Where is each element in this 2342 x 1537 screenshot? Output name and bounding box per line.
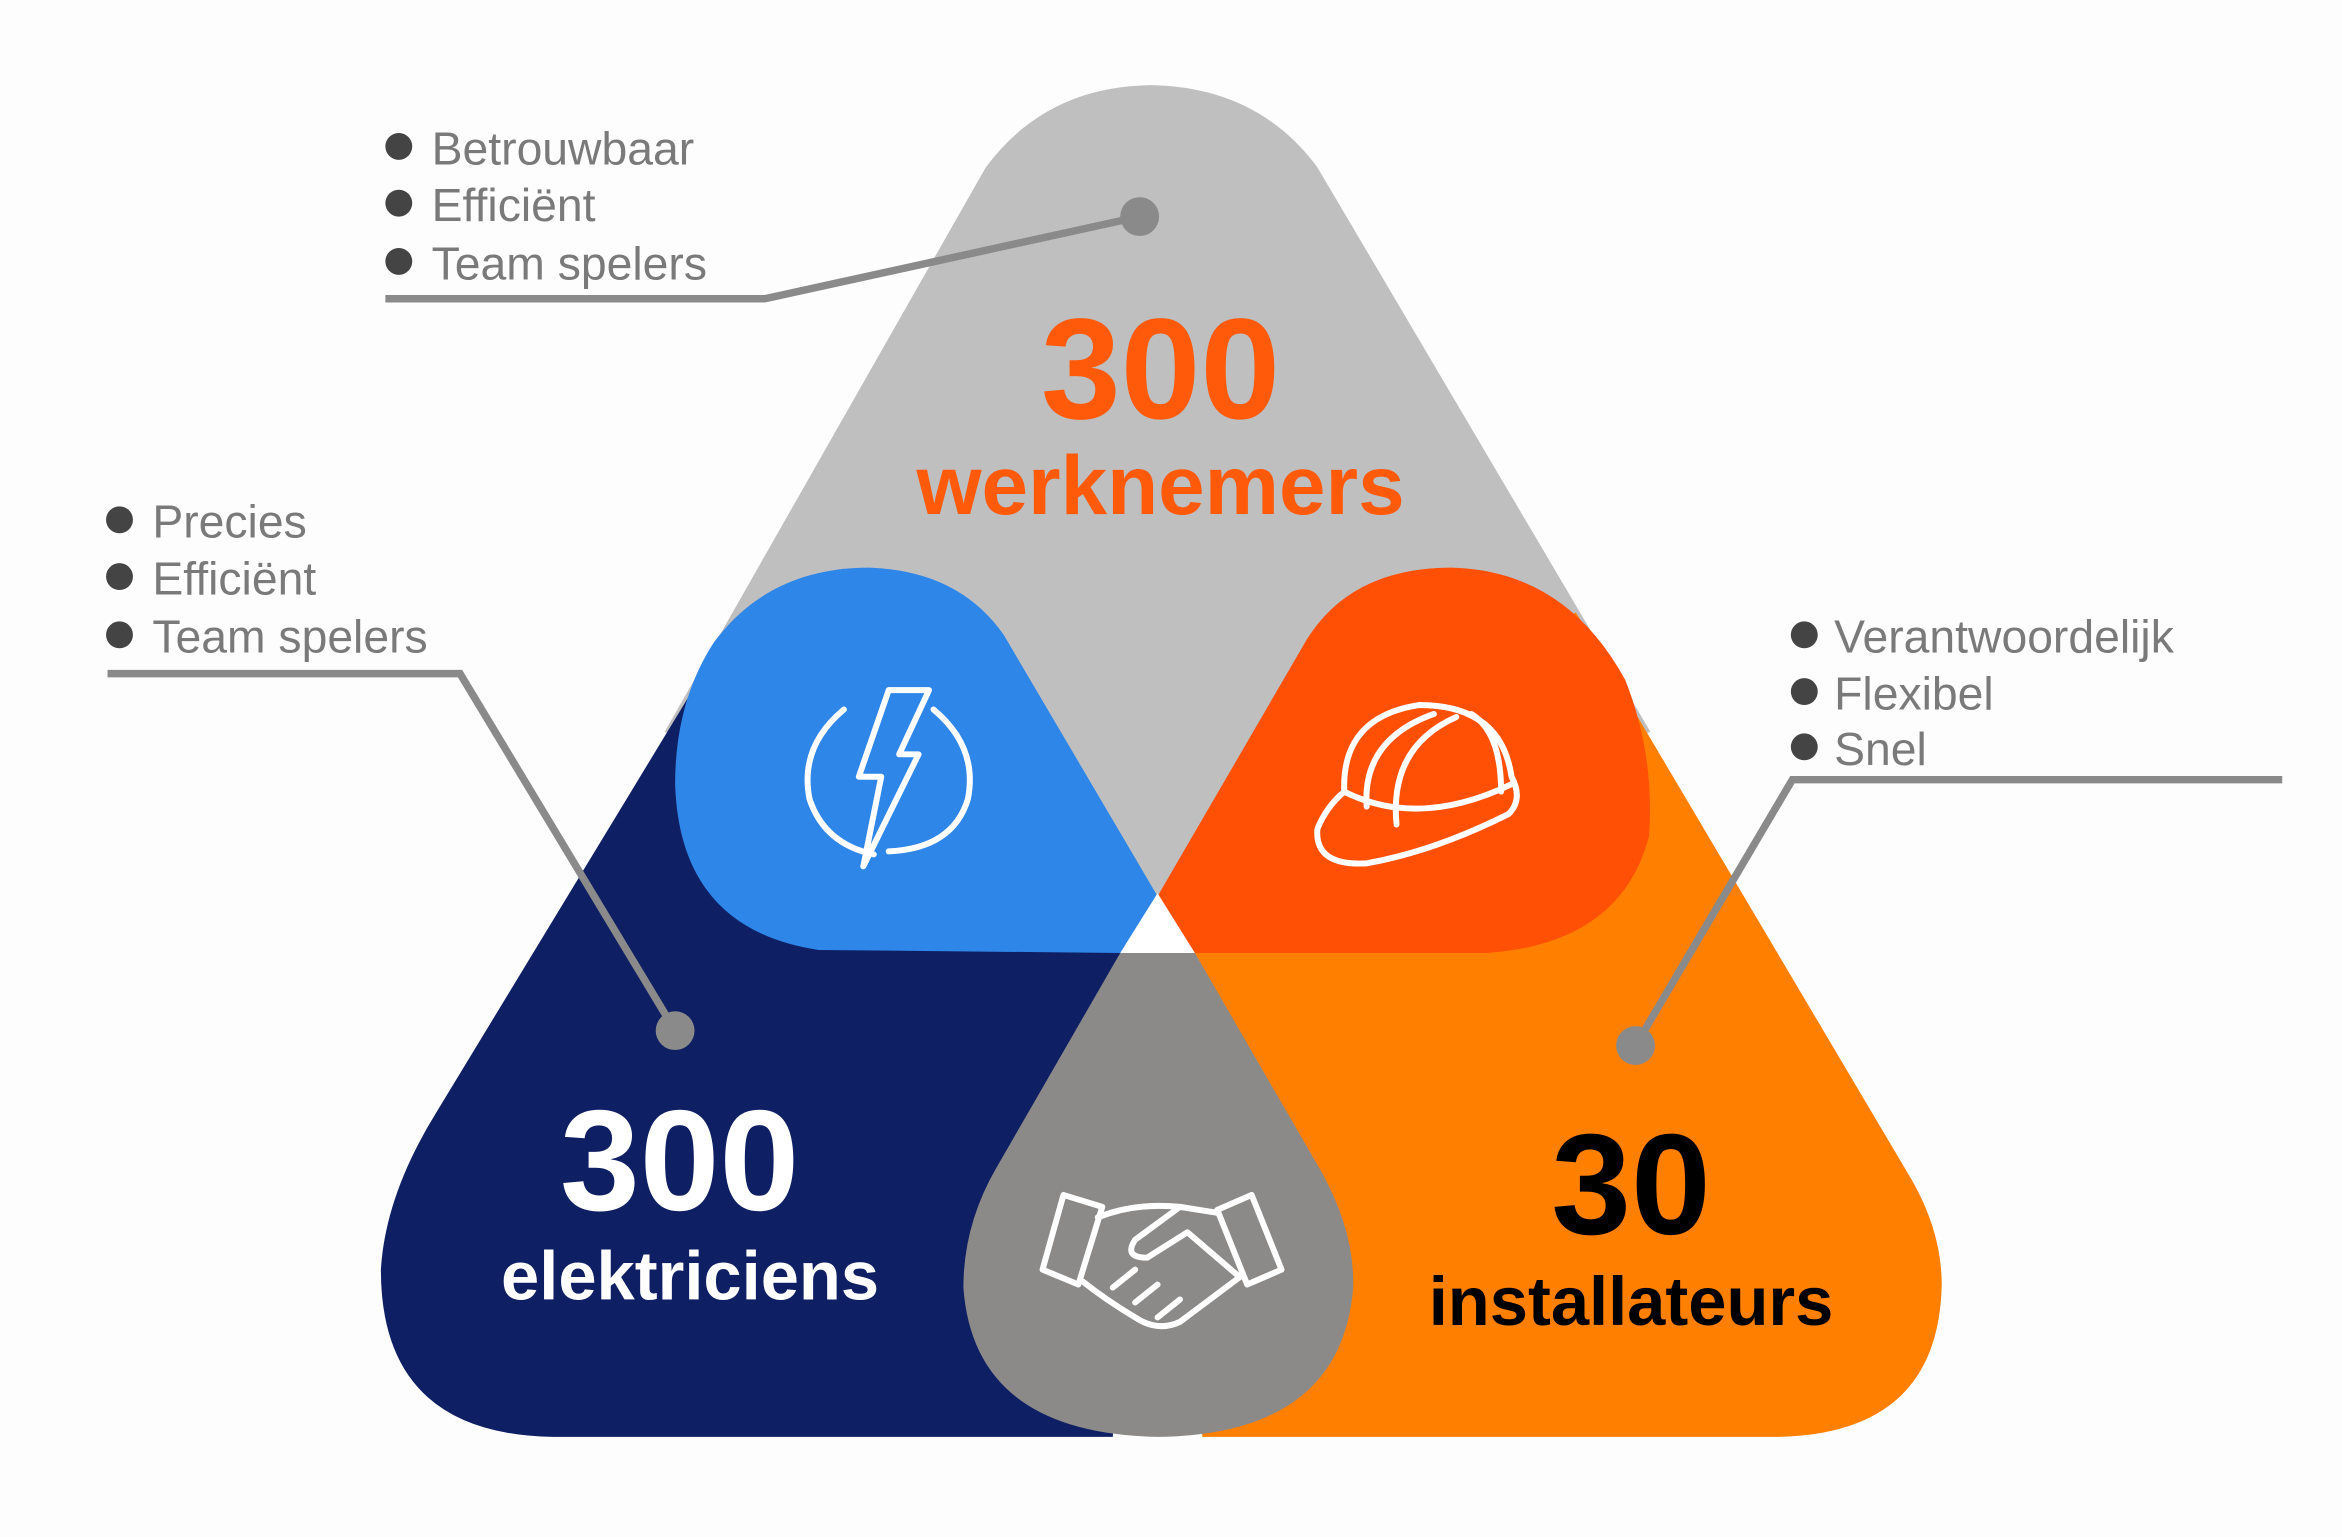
right-bullet-list: Verantwoordelijk Flexibel Snel <box>1790 611 2175 775</box>
right-number: 30 <box>1551 1105 1710 1265</box>
lightning-power-icon <box>804 687 973 870</box>
top-callout-line <box>385 197 1160 303</box>
left-callout-line <box>107 669 695 1051</box>
bullet-item: Efficiënt <box>152 552 316 604</box>
bullet-item: Precies <box>152 496 306 548</box>
right-callout-line <box>1616 775 2283 1065</box>
left-bullet-list: Precies Efficiënt Team spelers <box>106 496 428 663</box>
top-number: 300 <box>1041 289 1280 449</box>
left-label: elektriciens <box>501 1237 879 1314</box>
bullet-item: Betrouwbaar <box>432 122 694 174</box>
center-triangle <box>1120 893 1195 953</box>
top-bullet-list: Betrouwbaar Efficiënt Team spelers <box>385 122 707 289</box>
right-label: installateurs <box>1429 1263 1834 1340</box>
bullet-item: Verantwoordelijk <box>1834 611 2175 663</box>
bullet-item: Efficiënt <box>432 179 596 231</box>
bullet-item: Flexibel <box>1834 668 1994 720</box>
handshake-icon <box>1039 1191 1285 1330</box>
top-label: werknemers <box>915 438 1404 532</box>
bullet-item: Team spelers <box>152 611 427 663</box>
hard-hat-icon <box>1314 702 1520 867</box>
left-number: 300 <box>560 1081 799 1241</box>
center-segment <box>963 952 1354 1437</box>
bullet-item: Team spelers <box>432 237 707 289</box>
bullet-item: Snel <box>1834 723 1927 775</box>
